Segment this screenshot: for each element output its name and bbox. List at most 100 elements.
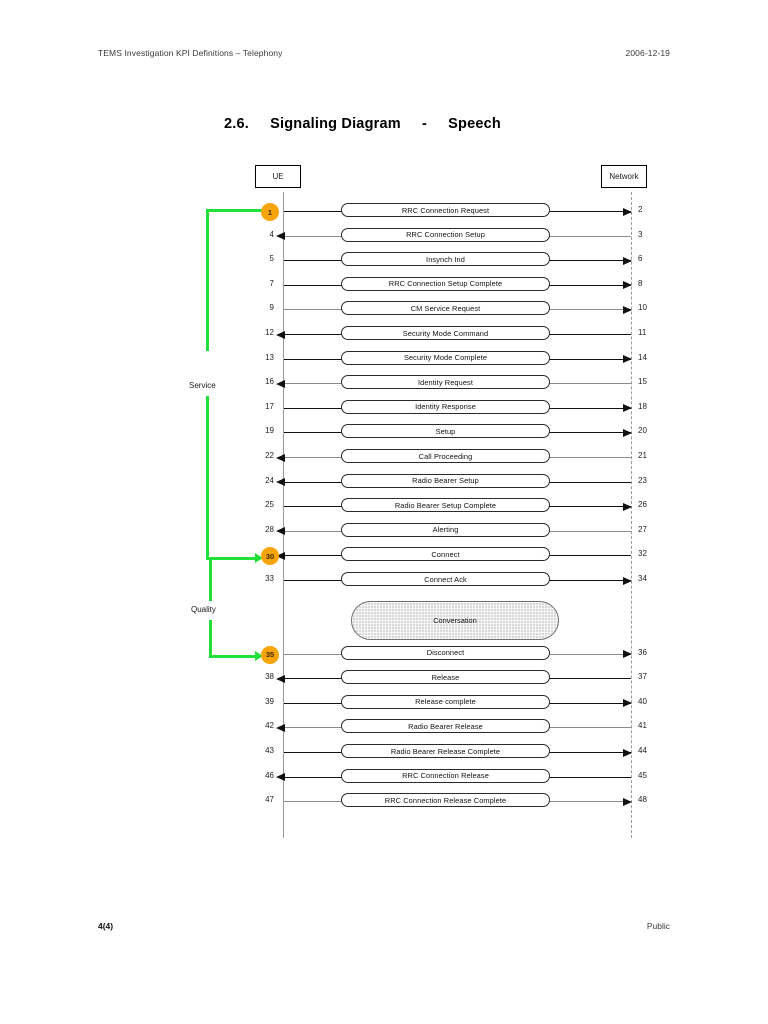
message-sequence-left: 22 <box>265 451 274 460</box>
message-arrowhead-left <box>276 330 285 339</box>
message-sequence-right: 3 <box>638 229 643 239</box>
message-arrowhead-left <box>276 379 285 388</box>
message-label-capsule: RRC Connection Setup <box>341 227 550 242</box>
message-label-capsule: Connect <box>341 547 550 562</box>
footer-classification: Public <box>646 921 670 931</box>
message-label-capsule: RRC Connection Request <box>341 203 550 217</box>
message-arrowhead-right <box>623 305 632 314</box>
message-sequence-right: 21 <box>638 451 647 460</box>
kpi-bracket-connect-arrow <box>255 553 263 563</box>
message-sequence-left: 46 <box>265 770 274 780</box>
message-arrowhead-right <box>623 699 632 708</box>
message-sequence-left: 12 <box>265 328 274 337</box>
actor-box-network: Network <box>601 165 647 188</box>
kpi-marker-35: 35 <box>261 645 279 664</box>
message-arrowhead-right <box>623 576 632 585</box>
page-footer: 4(4) Public <box>98 921 670 931</box>
message-sequence-left: 7 <box>269 278 274 288</box>
kpi-bracket-quality-spine <box>209 557 212 601</box>
message-row: 22 Call Proceeding 21 <box>0 449 768 466</box>
message-arrowhead-right <box>623 256 632 265</box>
message-arrowhead-left <box>276 674 285 683</box>
message-arrowhead-right <box>623 748 632 757</box>
message-label-capsule: Security Mode Command <box>341 326 550 340</box>
message-sequence-right: 26 <box>638 500 647 510</box>
message-arrowhead-left <box>276 773 285 782</box>
message-sequence-left: 39 <box>265 696 274 706</box>
header-document-title: TEMS Investigation KPI Definitions – Tel… <box>98 48 283 58</box>
actor-label-network: Network <box>609 172 639 181</box>
message-arrowhead-left <box>276 723 285 732</box>
message-sequence-left: 33 <box>265 574 274 583</box>
message-label-capsule: Call Proceeding <box>341 449 550 463</box>
message-sequence-right: 34 <box>638 574 647 583</box>
message-sequence-left: 28 <box>265 524 274 534</box>
message-sequence-right: 14 <box>638 352 647 362</box>
message-label-capsule: CM Service Request <box>341 301 550 316</box>
kpi-bracket-connect-branch <box>209 557 257 560</box>
message-label-capsule: Insynch Ind <box>341 252 550 267</box>
message-sequence-right: 15 <box>638 377 647 387</box>
message-arrowhead-right <box>623 281 632 290</box>
message-arrowhead-left <box>276 551 285 560</box>
message-sequence-right: 8 <box>638 278 643 288</box>
message-sequence-left: 42 <box>265 721 274 731</box>
message-row: 9 CM Service Request 10 <box>0 301 768 318</box>
message-sequence-left: 16 <box>265 377 274 387</box>
kpi-bracket-disconnect-arrow <box>255 651 263 661</box>
message-arrowhead-left <box>276 232 285 241</box>
message-arrowhead-left <box>276 478 285 487</box>
message-label-capsule: Setup <box>341 424 550 439</box>
message-sequence-right: 18 <box>638 401 647 411</box>
message-sequence-right: 40 <box>638 696 647 706</box>
footer-page-number: 4(4) <box>98 921 114 931</box>
message-sequence-left: 4 <box>269 229 274 239</box>
kpi-marker-1: 1 <box>261 203 279 221</box>
message-sequence-left: 13 <box>265 352 274 362</box>
message-sequence-left: 24 <box>265 475 274 485</box>
message-sequence-right: 36 <box>638 647 647 657</box>
message-label-capsule: RRC Connection Release <box>341 768 550 783</box>
kpi-bracket-service-spine <box>206 209 209 351</box>
header-date: 2006-12-19 <box>625 48 670 58</box>
message-sequence-right: 10 <box>638 303 647 313</box>
message-label-capsule: Radio Bearer Setup Complete <box>341 498 550 513</box>
kpi-bracket-quality-spine-2 <box>209 620 212 658</box>
message-sequence-left: 5 <box>269 254 274 264</box>
page-title: 2.6. Signaling Diagram - Speech <box>224 116 501 132</box>
kpi-label-quality: Quality <box>188 603 219 616</box>
message-row: 28 Alerting 27 <box>0 522 768 540</box>
message-arrowhead-left <box>276 527 285 536</box>
message-label-capsule: RRC Connection Release Complete <box>341 793 550 808</box>
message-sequence-right: 32 <box>638 549 647 559</box>
message-sequence-left: 9 <box>269 303 274 313</box>
message-label-capsule: Release <box>341 670 550 685</box>
kpi-bracket-service-spine-2 <box>206 396 209 560</box>
message-label-capsule: Release complete <box>341 694 550 709</box>
message-sequence-left: 17 <box>265 401 274 411</box>
message-arrowhead-right <box>623 797 632 806</box>
actor-box-ue: UE <box>255 165 301 188</box>
message-sequence-right: 27 <box>638 524 647 534</box>
actor-label-ue: UE <box>272 172 284 181</box>
message-label-capsule: Connect Ack <box>341 572 550 586</box>
message-sequence-right: 41 <box>638 721 647 731</box>
message-label-capsule: Alerting <box>341 522 550 537</box>
message-sequence-right: 44 <box>638 746 647 755</box>
kpi-label-service: Service <box>186 379 219 392</box>
message-row: 33 Connect Ack 34 <box>0 572 768 589</box>
message-sequence-left: 19 <box>265 426 274 436</box>
message-row: 35Disconnect36 <box>0 645 768 663</box>
